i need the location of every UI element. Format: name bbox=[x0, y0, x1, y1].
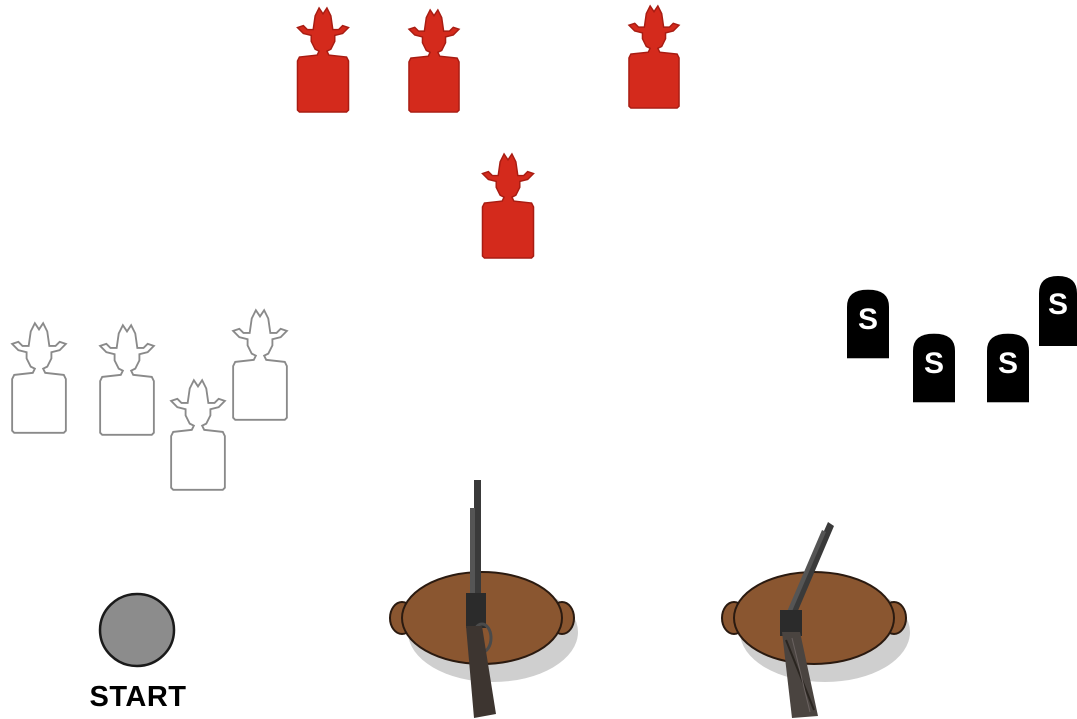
start-button[interactable] bbox=[97, 592, 176, 668]
white-target-4[interactable] bbox=[167, 377, 229, 493]
cowboy-silhouette-target-icon bbox=[478, 152, 538, 260]
plate-4[interactable]: S bbox=[1039, 276, 1077, 346]
plate-label: S bbox=[857, 303, 878, 336]
red-target-3[interactable] bbox=[624, 4, 684, 110]
shotgun-icon bbox=[780, 522, 834, 718]
barrel-top-icon bbox=[721, 571, 910, 682]
shotgun[interactable] bbox=[770, 520, 840, 719]
plate-label: S bbox=[997, 347, 1018, 380]
rifle[interactable] bbox=[448, 478, 508, 719]
start-circle-icon bbox=[98, 592, 176, 668]
white-target-2[interactable] bbox=[96, 322, 158, 438]
plate-label: S bbox=[923, 347, 944, 380]
plate-2[interactable]: S bbox=[913, 333, 955, 403]
red-target-1[interactable] bbox=[293, 6, 353, 114]
cowboy-outline-target-icon bbox=[167, 377, 229, 493]
red-target-2[interactable] bbox=[404, 8, 464, 114]
cowboy-silhouette-target-icon bbox=[624, 4, 684, 110]
cowboy-silhouette-target-icon bbox=[293, 6, 353, 114]
lever-action-rifle-icon bbox=[466, 480, 496, 718]
white-target-1[interactable] bbox=[8, 320, 70, 436]
cowboy-outline-target-icon bbox=[229, 305, 291, 425]
barrel-right bbox=[720, 570, 916, 690]
cowboy-outline-target-icon bbox=[8, 320, 70, 436]
plate-3[interactable]: S bbox=[987, 333, 1029, 403]
plate-1[interactable]: S bbox=[847, 289, 889, 359]
cowboy-silhouette-target-icon bbox=[404, 8, 464, 114]
red-target-4[interactable] bbox=[478, 152, 538, 260]
start-label[interactable]: START bbox=[89, 681, 187, 713]
plate-label: S bbox=[1047, 288, 1068, 321]
cowboy-outline-target-icon bbox=[96, 322, 158, 438]
white-target-3[interactable] bbox=[229, 305, 291, 425]
